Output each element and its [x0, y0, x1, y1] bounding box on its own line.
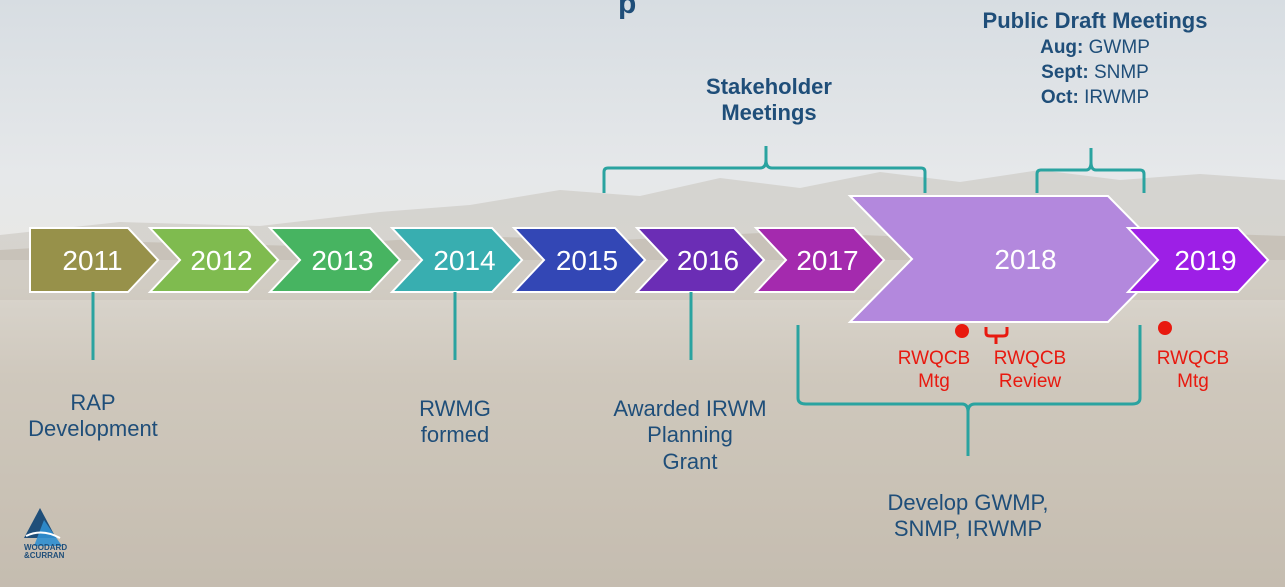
page-title-fragment: p	[618, 0, 637, 20]
irwm-line-1: Awarded IRWM	[613, 396, 767, 421]
year-label-2013: 2013	[311, 245, 373, 276]
rwqcb-mtg-1-line-1: RWQCB	[897, 348, 971, 369]
develop-plans-label: Develop GWMP, SNMP, IRWMP	[848, 490, 1088, 543]
public-draft-meetings: Public Draft Meetings Aug: GWMP Sept: SN…	[920, 8, 1270, 110]
public-draft-title: Public Draft Meetings	[982, 8, 1208, 33]
public-draft-bracket	[1035, 148, 1146, 193]
logo-wordmark: WOODARD &CURRAN	[24, 543, 68, 561]
year-chevron-2019	[1125, 227, 1270, 293]
rwqcb-mtg-label-2: RWQCB Mtg	[1143, 348, 1243, 394]
rwqcb-mtg-label-1: RWQCB Mtg	[884, 348, 984, 394]
rwmg-line-1: RWMG	[419, 396, 491, 421]
stakeholder-title-line-2: Meetings	[721, 100, 817, 126]
public-draft-month: Aug:	[1040, 37, 1084, 59]
year-chevron-2016	[634, 227, 766, 293]
develop-bracket	[796, 325, 1142, 456]
public-draft-item-sept: Sept: SNMP	[920, 62, 1270, 85]
woodard-curran-logo-icon	[24, 508, 62, 546]
develop-line-2: SNMP, IRWMP	[893, 516, 1043, 542]
rwqcb-mtg-dot-2	[1158, 321, 1172, 335]
year-chevron-2014	[389, 227, 524, 293]
irwm-line-2: Planning	[647, 422, 733, 448]
rwqcb-review-line-1: RWQCB	[993, 348, 1067, 369]
rwqcb-review-label: RWQCB Review	[980, 348, 1080, 394]
rwqcb-mtg-dot-1	[955, 324, 969, 338]
year-chevron-2013	[267, 227, 402, 293]
public-draft-plan: IRWMP	[1084, 86, 1150, 108]
rap-line-2: Development	[28, 416, 158, 442]
public-draft-month: Oct:	[1040, 86, 1079, 108]
year-label-2017: 2017	[796, 245, 858, 276]
year-label-2018: 2018	[994, 244, 1056, 275]
rwqcb-mtg-2-line-2: Mtg	[1177, 370, 1209, 392]
develop-line-1: Develop GWMP,	[887, 490, 1049, 515]
rwqcb-review-line-2: Review	[998, 370, 1062, 392]
year-label-2011: 2011	[62, 245, 122, 276]
rwqcb-mtg-1-line-2: Mtg	[918, 370, 950, 392]
year-label-2012: 2012	[190, 245, 252, 276]
year-chevron-2017	[753, 227, 886, 293]
public-draft-month: Sept:	[1041, 62, 1089, 84]
rwmg-line-2: formed	[420, 422, 490, 448]
year-chevron-2018	[847, 195, 1172, 323]
year-label-2015: 2015	[556, 245, 618, 276]
rap-development-label: RAP Development	[0, 390, 186, 443]
stakeholder-meetings-label: Stakeholder Meetings	[664, 74, 874, 127]
year-chevrons: 2011 2012 2013 2014 2015 2016 2017 2018 2019	[29, 195, 1270, 323]
year-chevron-2011	[29, 227, 160, 293]
rwqcb-mtg-2-line-1: RWQCB	[1156, 348, 1230, 369]
irwm-line-3: Grant	[662, 448, 718, 474]
public-draft-plan: GWMP	[1088, 37, 1150, 59]
year-label-2019: 2019	[1174, 245, 1236, 276]
year-chevron-2012	[147, 227, 280, 293]
year-chevron-2015	[511, 227, 647, 293]
year-label-2016: 2016	[677, 245, 739, 276]
rwqcb-review-bracket	[984, 327, 1009, 344]
stakeholder-bracket	[602, 146, 927, 193]
rwmg-formed-label: RWMG formed	[385, 396, 525, 449]
logo-line-2: &CURRAN	[24, 551, 65, 561]
year-label-2014: 2014	[433, 245, 495, 276]
rap-line-1: RAP	[70, 390, 116, 415]
logo-line-1: WOODARD	[24, 543, 68, 552]
stakeholder-title-line-1: Stakeholder	[706, 74, 832, 99]
public-draft-item-oct: Oct: IRWMP	[920, 87, 1270, 110]
awarded-irwm-label: Awarded IRWM Planning Grant	[580, 396, 800, 475]
public-draft-item-aug: Aug: GWMP	[920, 37, 1270, 60]
public-draft-plan: SNMP	[1093, 62, 1149, 84]
